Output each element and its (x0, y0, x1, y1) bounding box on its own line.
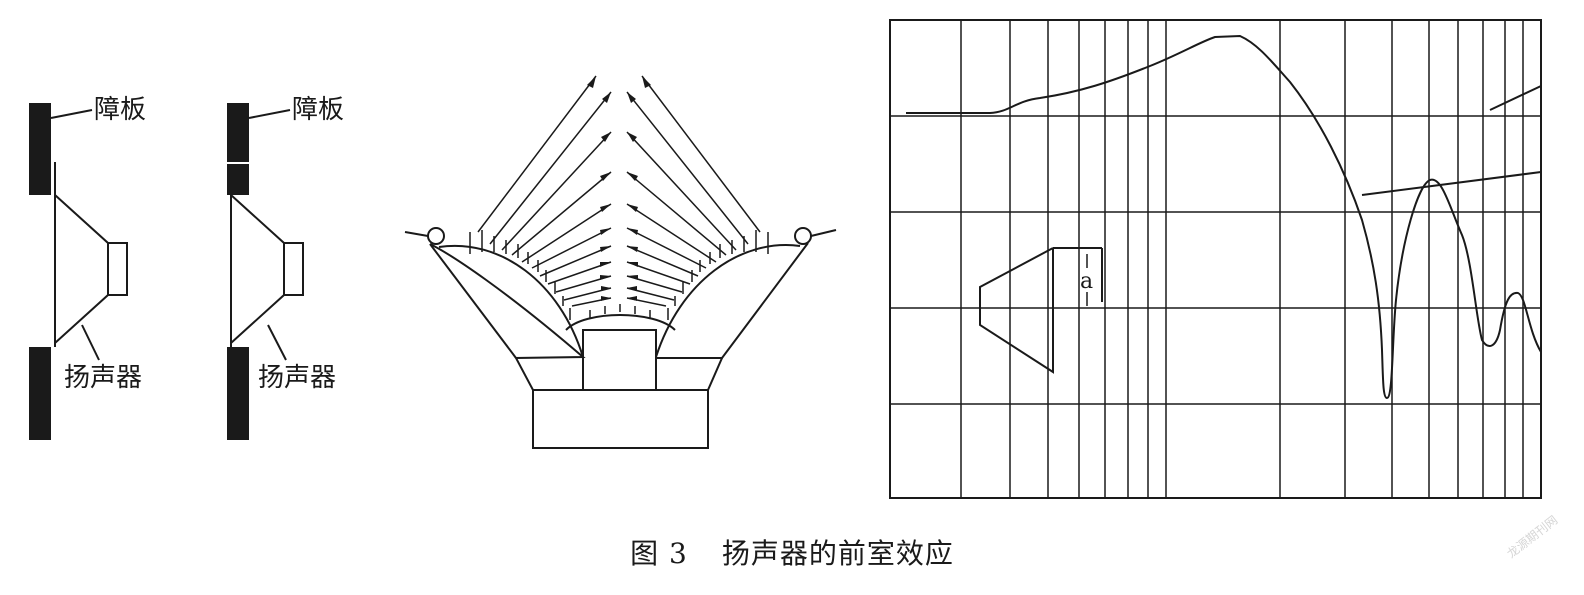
baffle-upper-inner-block (227, 163, 249, 195)
vertical-gridlines-log (960, 20, 1524, 498)
baffle-label: 障板 (292, 95, 344, 125)
baffle-speaker-diagram-2 (227, 103, 304, 440)
baffle-leader-line (248, 109, 291, 119)
speaker-label: 扬声器 (64, 363, 142, 393)
baffle-leader-line (50, 109, 93, 119)
driver-neck (582, 329, 657, 391)
horizontal-gridlines (890, 115, 1541, 405)
left-horn-outer (429, 243, 517, 359)
right-surround-line (810, 229, 837, 237)
baffle-label: 障板 (94, 95, 146, 125)
wavefront-arrows-left (477, 75, 612, 307)
dust-cap-arc (565, 314, 676, 331)
speaker-leader-line (81, 324, 100, 361)
right-rim-bead (794, 227, 812, 245)
speaker-leader-line (267, 324, 287, 361)
figure-caption: 图 3 扬声器的前室效应 (0, 532, 1584, 572)
pressure-ticks (469, 230, 769, 320)
marker-label: a (1080, 269, 1093, 294)
figure-number: 图 3 (630, 537, 688, 570)
baffle-lower-block (227, 347, 249, 440)
baffle-upper-block (227, 103, 249, 163)
response-curve (906, 34, 1542, 400)
driver-base (532, 389, 709, 449)
graph-frame (889, 19, 1542, 499)
left-surround-line (404, 231, 429, 237)
right-base-side (707, 357, 723, 391)
frequency-response-graph (889, 19, 1542, 499)
arrowheads (587, 76, 651, 301)
left-horn-wing (429, 243, 586, 391)
figure-title: 扬声器的前室效应 (721, 537, 954, 570)
response-curve-upper-segment (1489, 85, 1542, 111)
right-horn-outer (656, 242, 809, 359)
left-horn-inner-curve (438, 244, 584, 358)
left-rim-bead (427, 227, 445, 245)
baffle-lower-block (29, 347, 51, 440)
baffle-speaker-diagram-1 (29, 103, 128, 440)
speaker-magnet (107, 242, 128, 296)
speaker-cone (54, 194, 109, 344)
speaker-label: 扬声器 (258, 363, 336, 393)
baffle-upper-block (29, 103, 51, 195)
speaker-cone (230, 194, 285, 344)
speaker-magnet (283, 242, 304, 296)
front-chamber-diagram (404, 75, 837, 449)
wavefront-arrows-right (626, 75, 761, 307)
inset-cone-outline (979, 247, 1054, 374)
right-horn-inner-curve (655, 244, 801, 358)
reference-slope-line (1361, 171, 1542, 196)
